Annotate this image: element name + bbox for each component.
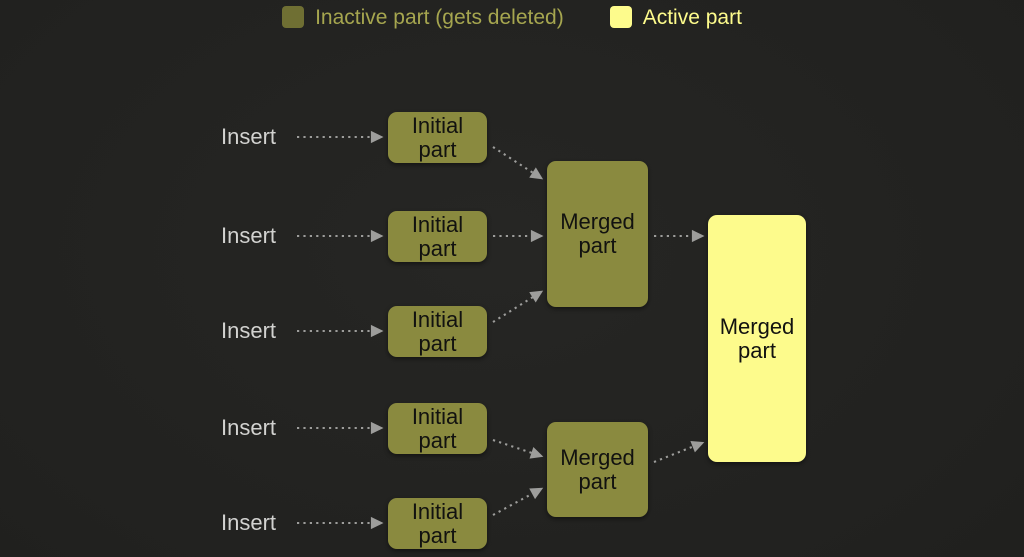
legend-swatch-active bbox=[609, 6, 632, 28]
insert-label-4: Insert bbox=[221, 415, 277, 440]
arrow-initial3-to-merged1 bbox=[492, 290, 544, 323]
arrow-initial5-to-merged2 bbox=[492, 487, 544, 516]
legend-label-inactive: Inactive part (gets deleted) bbox=[315, 5, 564, 29]
legend: Inactive part (gets deleted) Active part bbox=[0, 6, 1024, 28]
legend-item-inactive: Inactive part (gets deleted) bbox=[282, 6, 564, 28]
arrow-initial4-to-merged2 bbox=[492, 439, 544, 459]
legend-item-active: Active part bbox=[609, 5, 742, 29]
legend-label-active: Active part bbox=[642, 5, 742, 29]
insert-label-3: Insert bbox=[221, 318, 277, 343]
arrow-merged2-to-final bbox=[653, 441, 705, 463]
arrow-initial1-to-merged1 bbox=[492, 146, 544, 180]
insert-label-1: Insert bbox=[221, 124, 277, 149]
insert-label-5: Insert bbox=[221, 510, 277, 535]
legend-swatch-inactive bbox=[282, 6, 305, 28]
insert-label-2: Insert bbox=[221, 223, 277, 248]
